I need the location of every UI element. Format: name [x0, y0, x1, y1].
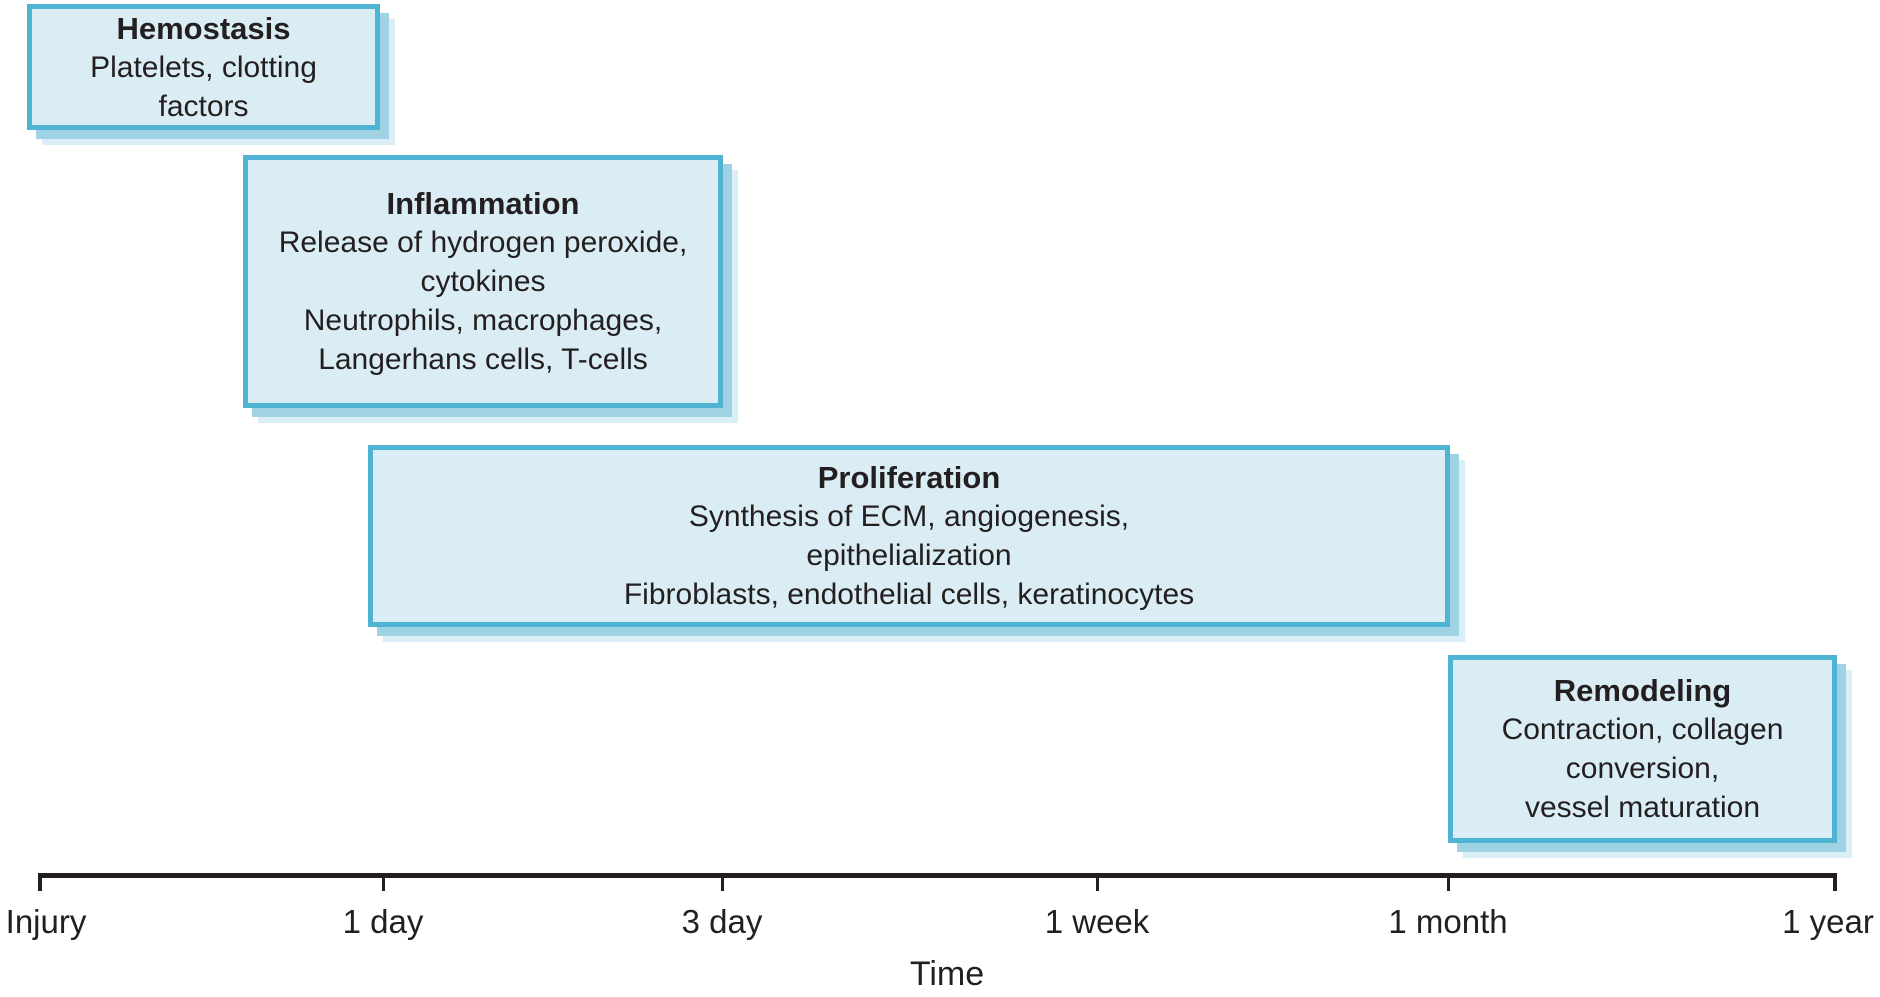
- phase-title: Inflammation: [386, 186, 580, 221]
- phase-box-inflammation: Inflammation Release of hydrogen peroxid…: [243, 155, 723, 408]
- axis-tick-3-day: [721, 878, 724, 891]
- phase-detail-line: cytokines: [420, 265, 546, 298]
- phase-detail-line: conversion,: [1565, 752, 1720, 785]
- time-axis-line: [38, 873, 1837, 878]
- phase-detail-line: epithelialization: [806, 539, 1012, 572]
- phase-box-remodeling: Remodeling Contraction, collagen convers…: [1448, 655, 1837, 843]
- axis-tick-1-week: [1096, 878, 1099, 891]
- phase-title: Remodeling: [1553, 673, 1732, 708]
- phase-detail-line: vessel maturation: [1524, 791, 1761, 824]
- phase-detail-line: Platelets, clotting: [90, 50, 317, 84]
- phase-title: Proliferation: [817, 460, 1001, 495]
- axis-endcap-right: [1833, 873, 1837, 891]
- phase-detail-line: Fibroblasts, endothelial cells, keratino…: [623, 578, 1195, 611]
- phase-detail-line: Langerhans cells, T-cells: [318, 343, 648, 376]
- phase-detail-line: Release of hydrogen peroxide,: [278, 226, 688, 259]
- phase-detail-line: factors: [158, 89, 249, 123]
- phase-title: Hemostasis: [116, 10, 291, 46]
- axis-tick-label-3-day: 3 day: [681, 903, 763, 940]
- phase-detail-line: Contraction, collagen: [1501, 713, 1784, 746]
- axis-tick-label-1-week: 1 week: [1044, 903, 1150, 940]
- axis-tick-1-month: [1447, 878, 1450, 891]
- axis-endcap-left: [38, 873, 42, 891]
- axis-tick-label-injury: Injury: [5, 903, 87, 940]
- phase-detail-line: Synthesis of ECM, angiogenesis,: [688, 500, 1130, 533]
- axis-title-time: Time: [909, 955, 985, 993]
- axis-tick-label-1-year: 1 year: [1782, 903, 1874, 940]
- axis-tick-label-1-month: 1 month: [1388, 903, 1508, 940]
- phase-detail-line: Neutrophils, macrophages,: [303, 304, 663, 337]
- axis-tick-label-1-day: 1 day: [342, 903, 424, 940]
- phase-box-hemostasis: Hemostasis Platelets, clotting factors: [27, 4, 380, 130]
- axis-tick-1-day: [382, 878, 385, 891]
- phase-box-proliferation: Proliferation Synthesis of ECM, angiogen…: [368, 445, 1450, 627]
